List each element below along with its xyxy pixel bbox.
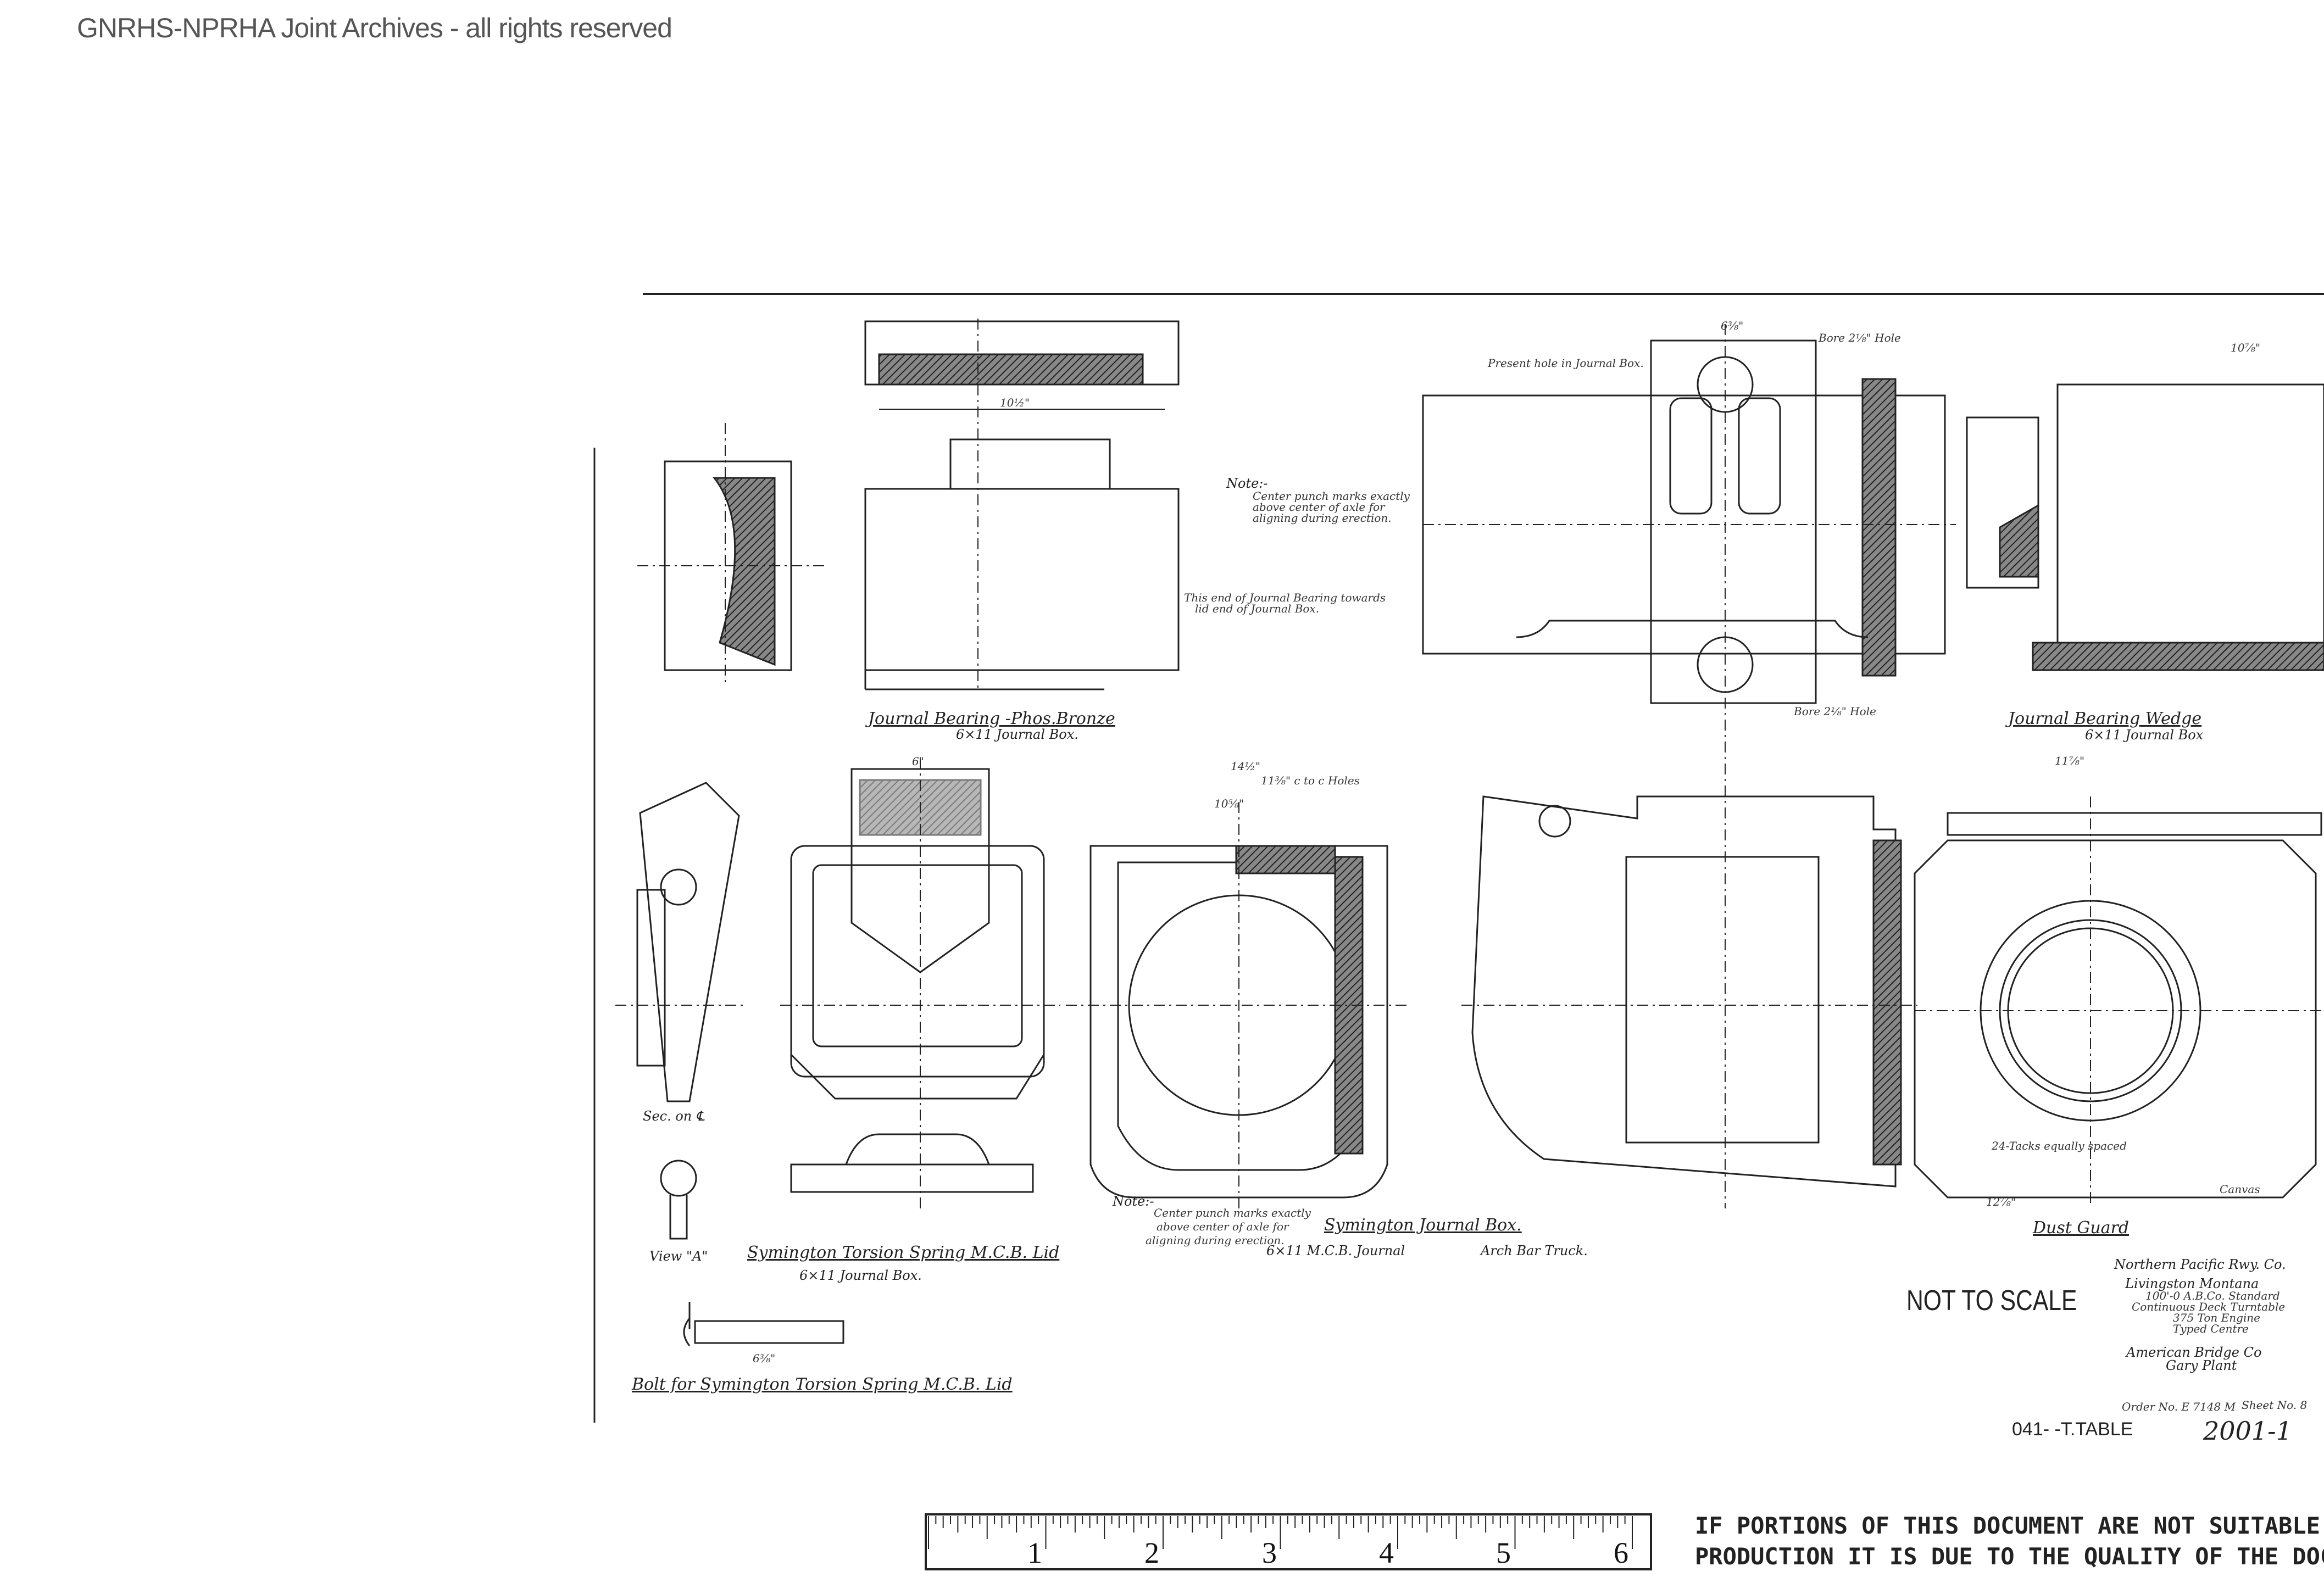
bolt-drawing — [683, 1302, 844, 1346]
bore-bottom-note: Bore 2⅛" Hole — [1793, 705, 1876, 718]
note-bottom-line-1: Center punch marks exactly — [1154, 1206, 1311, 1219]
file-number-tag: 2001-1 — [2203, 1416, 2292, 1446]
journal-box-subtitle: 6×11 M.C.B. Journal — [1266, 1243, 1405, 1258]
journal-box-side — [1461, 795, 1917, 1188]
dim-lid-top: 6" — [912, 755, 924, 768]
dim-box-front: 14½" — [1231, 760, 1260, 773]
ruler-number-4: 4 — [1379, 1536, 1394, 1569]
journal-bearing-subtitle: 6×11 Journal Box. — [956, 727, 1078, 742]
bearing-end-note-1: This end of Journal Bearing towards — [1184, 591, 1386, 604]
torsion-spring-lid-title: Symington Torsion Spring M.C.B. Lid — [747, 1243, 1059, 1262]
dim-box-top: 6⅜" — [1721, 319, 1743, 332]
title-line-4: Typed Centre — [2173, 1322, 2249, 1335]
bearing-end-note-2: lid end of Journal Box. — [1195, 602, 1319, 615]
title-order: Order No. E 7148 M — [2122, 1400, 2236, 1413]
journal-box-front — [1066, 802, 1406, 1208]
journal-box-elevation — [1422, 324, 1956, 1208]
section-label: Sec. on ℄ — [643, 1108, 705, 1124]
note-bottom-line-2: above center of axle for — [1157, 1220, 1289, 1233]
journal-bearing-views — [864, 319, 1180, 692]
ruler-number-2: 2 — [1144, 1536, 1159, 1569]
dim-dust-bottom: 12⅞" — [1986, 1195, 2016, 1208]
bore-top-note: Bore 2⅛" Hole — [1818, 331, 1901, 344]
note-top-line-3: aligning during erection. — [1253, 511, 1392, 525]
ruler-number-1: 1 — [1027, 1536, 1042, 1569]
dim-wedge-top: 10⅞" — [2231, 341, 2260, 354]
journal-bearing-title: Journal Bearing -Phos.Bronze — [865, 709, 1115, 728]
title-sheet: Sheet No. 8 — [2242, 1398, 2307, 1412]
quality-notice-line-2: PRODUCTION IT IS DUE TO THE QUALITY OF T… — [1695, 1543, 2324, 1570]
note-top-line-2: above center of axle for — [1253, 500, 1386, 514]
lid-section-view — [615, 782, 747, 1102]
dust-guard-title: Dust Guard — [2032, 1218, 2129, 1238]
title-plant: Gary Plant — [2166, 1358, 2237, 1373]
journal-box-extra: Arch Bar Truck. — [1480, 1243, 1588, 1258]
present-hole-note: Present hole in Journal Box. — [1487, 356, 1644, 370]
title-railway: Northern Pacific Rwy. Co. — [2114, 1257, 2286, 1272]
dim-bearing-top: 10½" — [1000, 396, 1030, 409]
ruler-number-6: 6 — [1614, 1536, 1628, 1569]
not-to-scale-stamp: NOT TO SCALE — [1906, 1285, 2077, 1317]
journal-bearing-wedge-subtitle: 6×11 Journal Box — [2085, 727, 2204, 743]
dim-dust-top: 11⅞" — [2055, 754, 2084, 767]
ruler-number-5: 5 — [1496, 1536, 1511, 1569]
dim-box-inner: 10⅝" — [1214, 797, 1244, 810]
canvas-note: Canvas — [2220, 1183, 2260, 1196]
note-top-line-1: Center punch marks exactly — [1253, 489, 1410, 503]
quality-notice: IF PORTIONS OF THIS DOCUMENT ARE NOT SUI… — [1695, 1511, 2324, 1572]
archive-notice: GNRHS-NPRHA Joint Archives - all rights … — [77, 13, 672, 43]
title-line-1: 100'-0 A.B.Co. Standard — [2145, 1289, 2280, 1302]
journal-bearing-wedge — [1966, 383, 2324, 671]
dust-guard — [1914, 796, 2324, 1203]
journal-box-title: Symington Journal Box. — [1324, 1216, 1522, 1235]
bolt-title: Bolt for Symington Torsion Spring M.C.B.… — [631, 1375, 1013, 1394]
ruler-number-3: 3 — [1262, 1536, 1277, 1569]
view-a-label: View "A" — [649, 1249, 708, 1264]
view-a — [660, 1160, 697, 1240]
torsion-spring-lid-subtitle: 6×11 Journal Box. — [799, 1268, 922, 1283]
dim-bolt-length: 6⅜" — [753, 1352, 775, 1365]
file-prefix-tag: 041- -T.TABLE — [2012, 1419, 2133, 1440]
note-bottom-line-3: aligning during erection. — [1146, 1234, 1285, 1247]
note-top-head: Note:- — [1226, 476, 1268, 491]
journal-bearing-wedge-title: Journal Bearing Wedge — [2005, 709, 2201, 728]
tacks-note: 24-Tacks equally spaced — [1991, 1139, 2127, 1152]
dim-box-holes: 11⅜" c to c Holes — [1261, 774, 1360, 787]
title-line-2: Continuous Deck Turntable — [2132, 1300, 2285, 1313]
title-line-3: 375 Ton Engine — [2173, 1311, 2260, 1324]
torsion-spring-lid — [780, 758, 1060, 1208]
title-location: Livingston Montana — [2125, 1276, 2259, 1291]
note-bottom-head: Note:- — [1112, 1194, 1154, 1209]
title-company: American Bridge Co — [2125, 1345, 2261, 1360]
journal-bearing-section — [637, 423, 824, 687]
scale-ruler: 1 2 3 4 5 6 — [925, 1513, 1652, 1570]
quality-notice-line-1: IF PORTIONS OF THIS DOCUMENT ARE NOT SUI… — [1695, 1512, 2324, 1539]
